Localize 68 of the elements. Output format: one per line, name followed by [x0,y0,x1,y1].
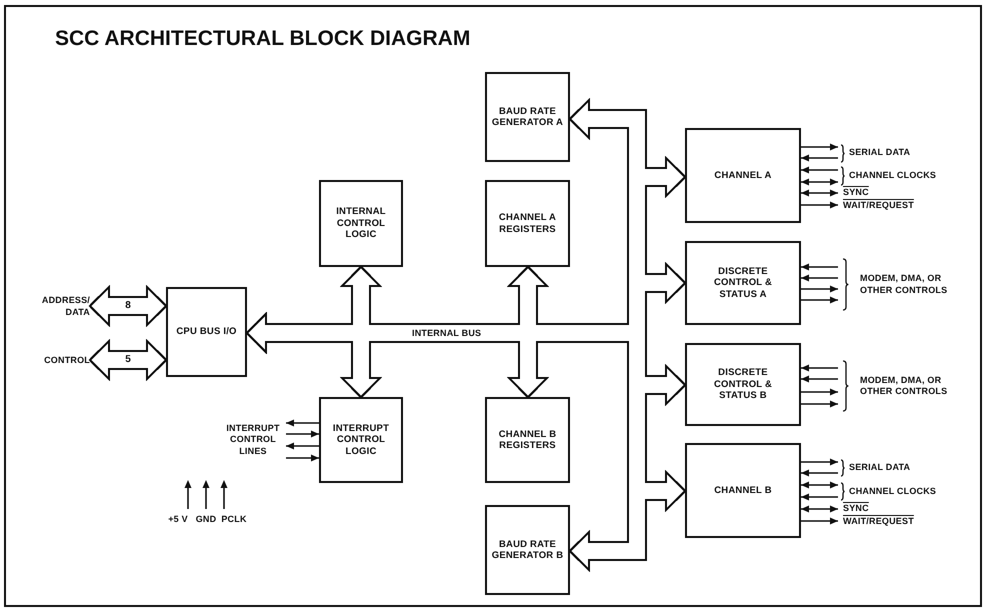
pin-label: GND [194,514,218,526]
signal-arrow [801,364,838,372]
signal-name: WAIT/REQUEST [838,515,938,528]
block-label: CHANNEL A [713,170,773,182]
block-label: DISCRETE CONTROL & STATUS A [712,266,774,300]
signal-arrow [801,376,838,382]
block-label: INTERRUPT CONTROL LOGIC [332,422,390,458]
signal-name: SERIAL DATA [838,143,938,163]
block-box [319,180,403,267]
block-label: CHANNEL B REGISTERS [498,428,558,452]
block-box [485,72,570,162]
signal-arrow [286,430,319,438]
signal-name: CHANNEL CLOCKS [838,481,948,503]
block-label: INTERNAL CONTROL LOGIC [335,206,387,241]
block-label: CPU BUS I/O [175,326,238,338]
signal-arrow [801,482,838,488]
signal-arrow [801,388,838,396]
signal-name: MODEM, DMA, OR OTHER CONTROLS [838,258,964,311]
bus-arrow [89,340,167,380]
block-box [685,443,801,538]
pin-label: PCLK [220,514,248,526]
block-label: BAUD RATE GENERATOR B [490,538,564,562]
signal-arrow [801,144,838,150]
signal-name: CHANNEL CLOCKS [838,165,948,187]
diagram-title: SCC ARCHITECTURAL BLOCK DIAGRAM [55,27,470,51]
signal-arrow [801,470,838,476]
signal-arrow [801,178,838,186]
signal-name: SYNC [838,187,898,199]
block-box [485,397,570,483]
block-box [166,287,247,377]
signal-arrow [286,442,319,450]
signal-arrow [801,202,838,208]
block-label: CHANNEL B [713,484,773,496]
signal-name: INTERRUPT CONTROL LINES [220,418,286,462]
block-box [485,505,570,595]
signal-name: ADDRESS/DATA [30,295,90,318]
block-box [319,397,403,483]
signal-arrow [801,154,838,162]
signal-arrow [801,190,838,196]
signal-name: CONTROL [20,354,90,367]
signal-arrow [801,274,838,282]
signal-arrow [801,286,838,292]
edge-label: 8 [124,301,132,311]
signal-arrow [801,400,838,408]
signal-name: SYNC [838,503,898,515]
signal-arrow [286,420,319,426]
signal-arrow [286,454,319,462]
signal-arrow [801,458,838,466]
signal-arrow [801,264,838,270]
block-box [685,343,801,426]
bus-label: INTERNAL BUS [412,328,482,340]
signal-arrow [801,518,838,524]
pin-label: +5 V [167,514,189,526]
signal-arrow [801,296,838,304]
signal-arrow [801,506,838,512]
block-label: DISCRETE CONTROL & STATUS B [712,367,774,402]
bus-arrow [89,286,167,326]
signal-arrow [801,166,838,174]
block-label: CHANNEL A REGISTERS [498,212,558,235]
block-box [685,241,801,325]
signal-name: MODEM, DMA, OR OTHER CONTROLS [838,360,964,412]
block-box [685,128,801,223]
signal-name: WAIT/REQUEST [838,199,938,212]
signal-name: SERIAL DATA [838,458,938,478]
edge-label: 5 [124,355,132,365]
signal-arrow [801,494,838,500]
block-box [485,180,570,267]
block-label: BAUD RATE GENERATOR A [490,106,564,128]
